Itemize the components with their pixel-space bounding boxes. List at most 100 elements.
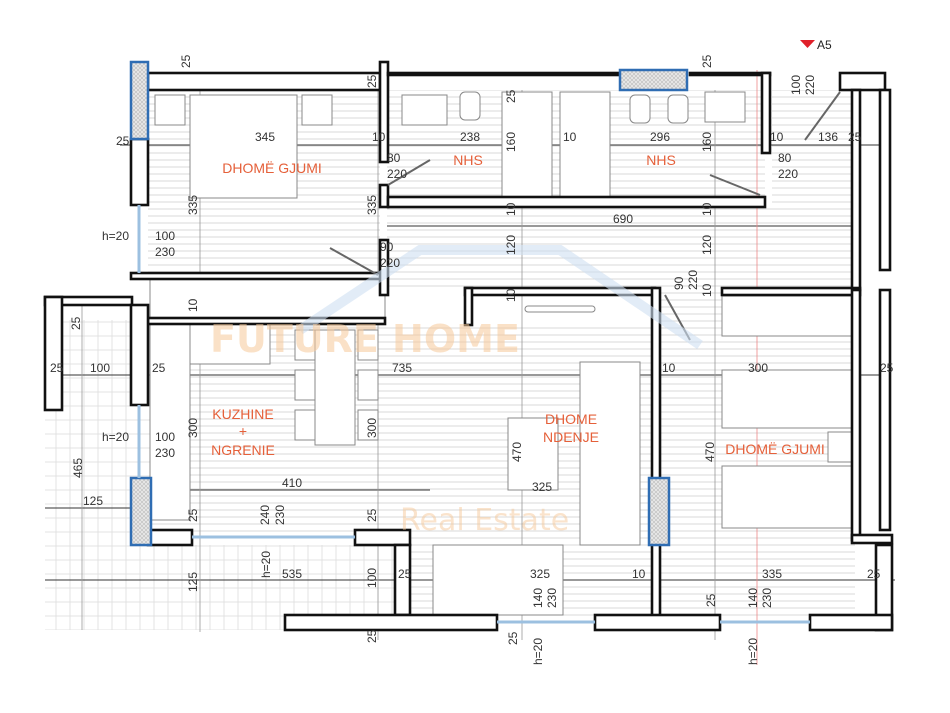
dimension-label: 325 — [532, 480, 552, 494]
sofa — [579, 361, 641, 546]
dimension-label: 160 — [700, 132, 714, 152]
section-marker-label: A5 — [817, 38, 832, 52]
dimension-label: 100 — [90, 361, 110, 375]
dimension-label: 325 — [530, 567, 550, 581]
dimension-label: 25 — [69, 316, 83, 330]
door — [387, 159, 431, 186]
room-label-bedroom-1: DHOMË GJUMI — [222, 160, 322, 176]
dimension-label: h=20 — [746, 638, 760, 665]
dimension-label: 100 — [789, 75, 803, 95]
watermark-subtitle: Real Estate — [400, 503, 569, 538]
dimension-label: 25 — [704, 593, 718, 607]
room-label-plus: + — [239, 423, 247, 439]
column — [618, 68, 689, 92]
dimension-label: 296 — [650, 130, 670, 144]
dimension-label: 80 — [778, 151, 792, 165]
furniture — [149, 91, 859, 616]
column — [647, 476, 671, 547]
dimension-label: 238 — [460, 130, 480, 144]
dimension-label: 465 — [71, 458, 85, 478]
dimension-label: 410 — [282, 476, 302, 490]
dimension-label: 535 — [282, 567, 302, 581]
dimension-label: 100 — [155, 430, 175, 444]
kitchen-counter — [149, 321, 191, 521]
room-label-living-1: DHOME — [545, 411, 597, 427]
dimension-label: 10 — [372, 130, 386, 144]
dimension-label: 230 — [273, 505, 287, 525]
dimension-label: 25 — [50, 361, 64, 375]
dimension-label: 25 — [848, 130, 862, 144]
room-labels: DHOMË GJUMI NHS NHS KUZHINE + NGRENIE DH… — [211, 152, 825, 458]
room-label-bedroom-2: DHOMË GJUMI — [725, 441, 825, 457]
dimension-label: 10 — [770, 130, 784, 144]
dimension-label: 335 — [186, 195, 200, 215]
wardrobe-right — [721, 295, 853, 337]
dimension-label: 230 — [545, 588, 559, 608]
door — [709, 174, 761, 196]
dimension-label: 10 — [632, 567, 646, 581]
dimension-label: h=20 — [102, 430, 129, 444]
coffee-table — [507, 417, 559, 491]
room-label-bathroom-2: NHS — [646, 152, 676, 168]
dimension-label: 220 — [387, 167, 407, 181]
dimension-label: h=20 — [259, 551, 273, 578]
dimension-label: 335 — [365, 195, 379, 215]
dimension-label: 230 — [155, 446, 175, 460]
dimension-label: 220 — [380, 256, 400, 270]
dimension-label: 10 — [700, 283, 714, 297]
walls — [43, 60, 894, 632]
section-marker: A5 — [800, 38, 832, 52]
dimension-label: 10 — [700, 202, 714, 216]
dimension-label: 125 — [83, 494, 103, 508]
dimension-label: 230 — [155, 245, 175, 259]
room-label-living-2: NDENJE — [543, 429, 599, 445]
room-label-dining: NGRENIE — [211, 442, 275, 458]
dimension-label: 140 — [746, 588, 760, 608]
double-bed — [189, 94, 298, 199]
dimension-label: 10 — [504, 202, 518, 216]
dimension-label: 690 — [613, 212, 633, 226]
column — [129, 476, 153, 547]
dimension-label: 230 — [760, 588, 774, 608]
dimension-label: 90 — [672, 276, 686, 290]
dimension-label: 25 — [186, 508, 200, 522]
door — [804, 91, 841, 141]
dimension-label: 100 — [365, 568, 379, 588]
dimension-label: 300 — [186, 418, 200, 438]
dimension-label: 25 — [365, 74, 379, 88]
dimension-label: 300 — [748, 361, 768, 375]
dimension-label: 140 — [531, 588, 545, 608]
dimension-label: 136 — [818, 130, 838, 144]
room-label-kitchen: KUZHINE — [212, 406, 273, 422]
dimension-label: 300 — [365, 418, 379, 438]
dimension-label: 735 — [392, 361, 412, 375]
dimension-label: h=20 — [102, 229, 129, 243]
dimension-label: 10 — [504, 288, 518, 302]
windows-doors — [137, 91, 841, 624]
dimension-label: 220 — [803, 75, 817, 95]
dimension-label: 220 — [686, 270, 700, 290]
room-label-bathroom-1: NHS — [453, 152, 483, 168]
dimension-label: 25 — [506, 631, 520, 645]
watermark-title: FUTURE HOME — [210, 317, 520, 361]
dimension-label: 90 — [380, 240, 394, 254]
dimension-label: 25 — [116, 134, 130, 148]
dimension-label: 335 — [762, 567, 782, 581]
dimension-label: 470 — [510, 442, 524, 462]
dimension-label: 125 — [186, 572, 200, 592]
dimension-label: 120 — [700, 235, 714, 255]
single-bed — [721, 465, 858, 529]
dimension-label: 240 — [258, 505, 272, 525]
dimension-label: 220 — [778, 167, 798, 181]
watermark: FUTURE HOME Real Estate — [210, 245, 703, 538]
structural-columns — [129, 60, 689, 547]
dimension-label: 25 — [504, 89, 518, 103]
dimension-label: 25 — [880, 361, 894, 375]
dimension-label: 25 — [867, 567, 881, 581]
dimension-label: 345 — [255, 130, 275, 144]
door — [329, 247, 379, 276]
column — [129, 60, 150, 141]
single-bed — [721, 369, 858, 429]
dimension-label: 160 — [504, 132, 518, 152]
